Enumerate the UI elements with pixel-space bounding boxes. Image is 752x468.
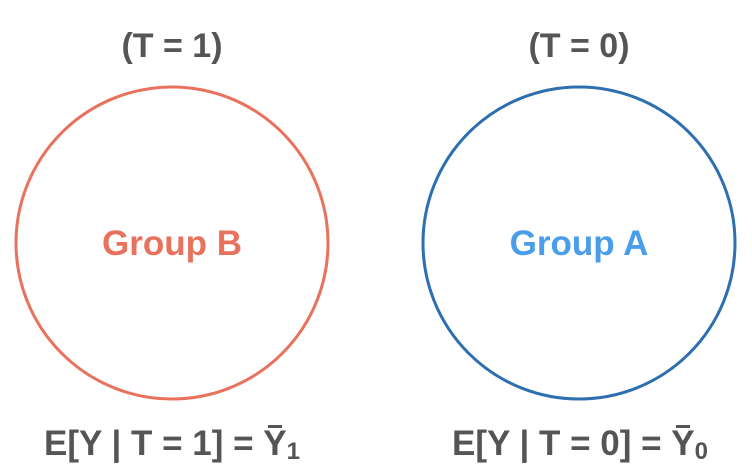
group-a-label: Group A: [509, 224, 649, 263]
group-b-label: Group B: [102, 224, 242, 263]
group-b-circle: [14, 85, 330, 401]
expectation-formula-right: E[Y | T = 0] = Y0: [410, 420, 750, 468]
treatment-header-right: (T = 0): [528, 27, 630, 65]
formula-left-subscript: 1: [286, 438, 300, 465]
y-bar-left: Y: [263, 420, 286, 468]
group-a-circle: [421, 85, 737, 401]
treatment-header-left: (T = 1): [121, 27, 223, 65]
expectation-formula-left: E[Y | T = 1] = Y1: [2, 420, 342, 468]
formula-left-prefix: E[Y | T = 1] =: [44, 424, 264, 463]
formula-right-prefix: E[Y | T = 0] =: [452, 424, 672, 463]
y-bar-right: Y: [671, 420, 694, 468]
formula-right-subscript: 0: [694, 438, 708, 465]
